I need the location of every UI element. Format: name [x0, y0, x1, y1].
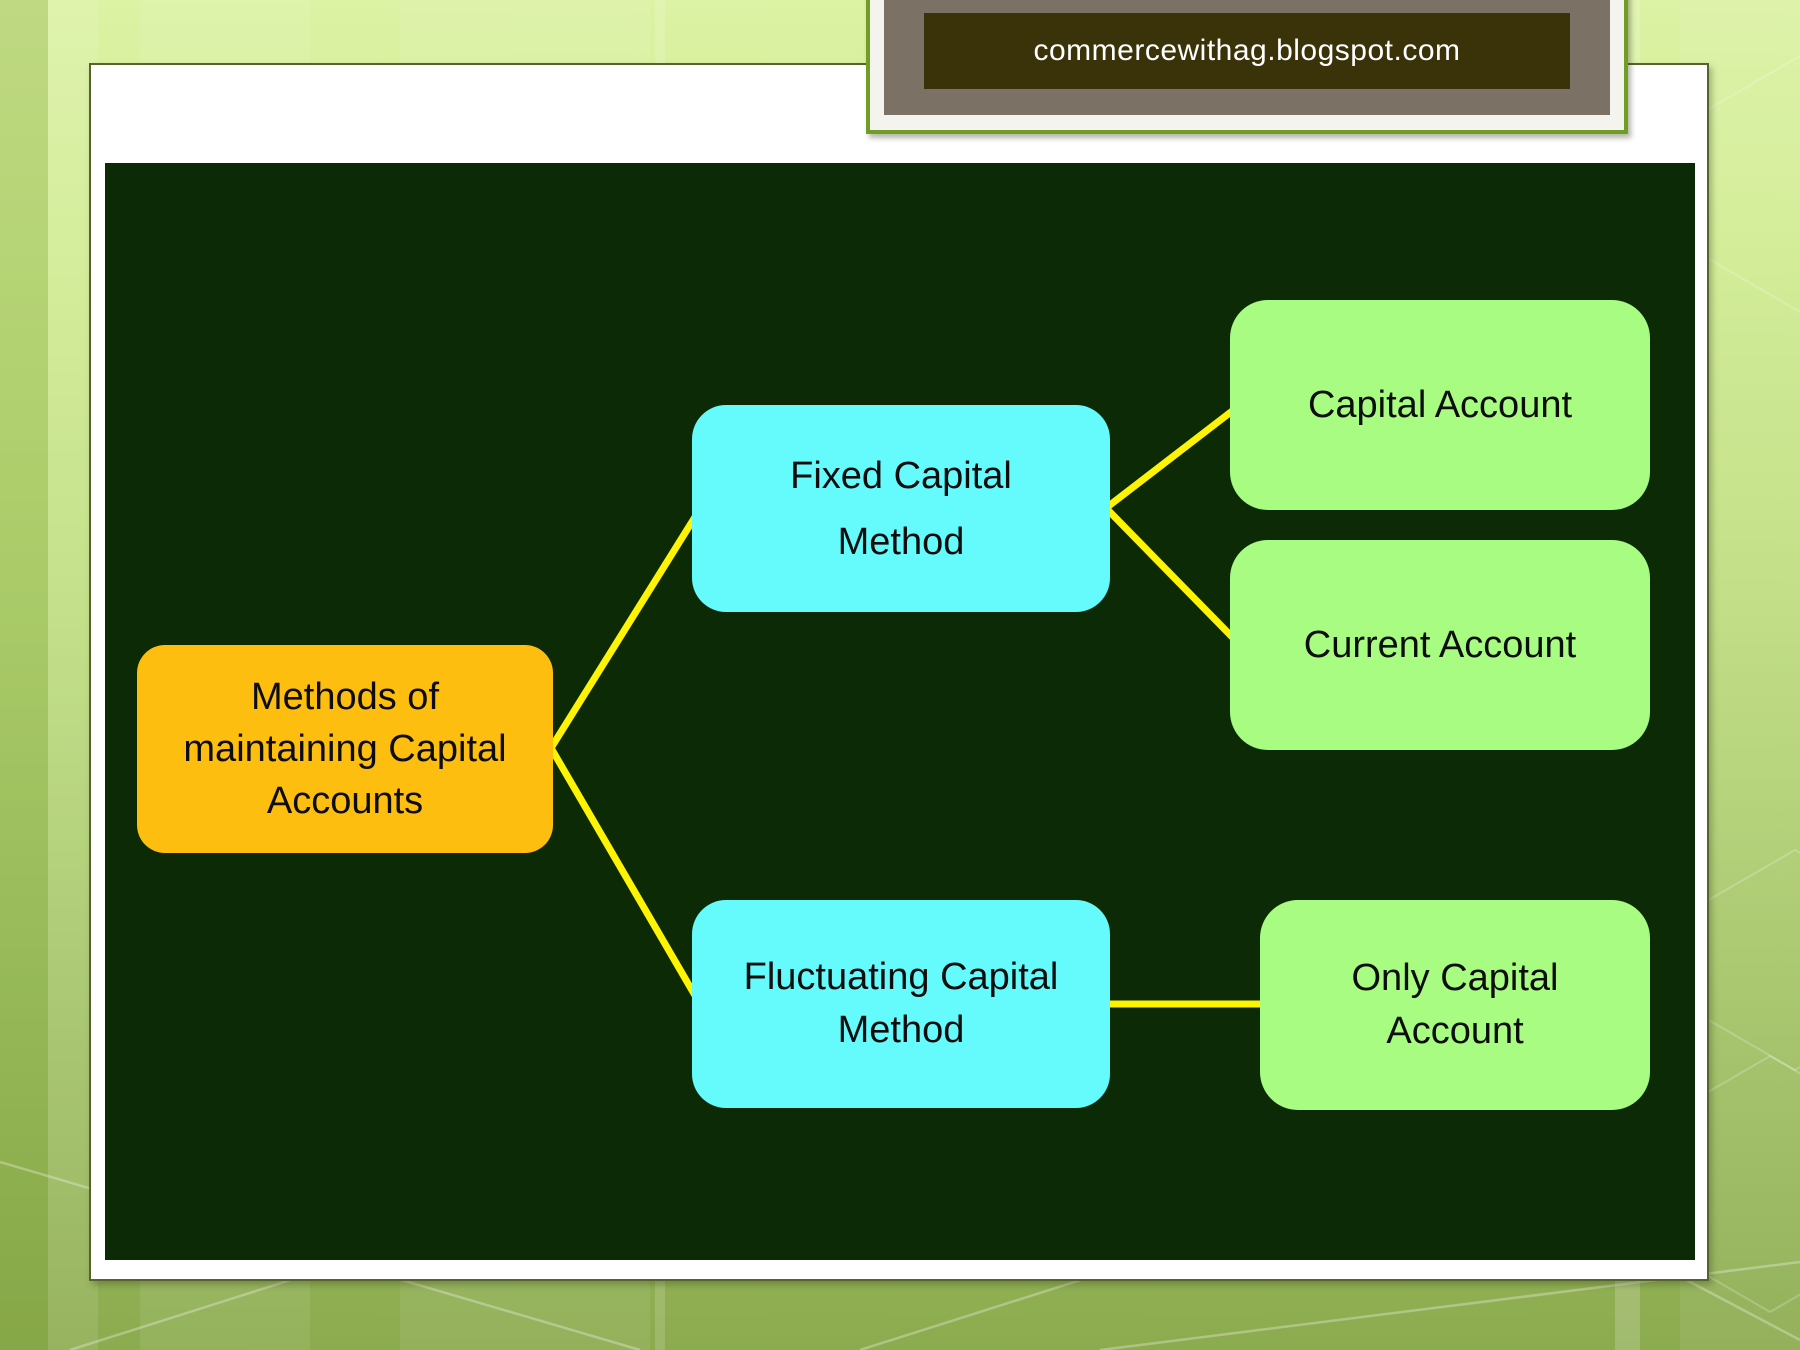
node-only-line-1: Only Capital [1351, 957, 1559, 999]
node-fluctuating-line-2: Method [837, 1009, 965, 1051]
watermark-banner-mid: commercewithag.blogspot.com [884, 0, 1610, 115]
watermark-url-text: commercewithag.blogspot.com [1033, 34, 1461, 67]
edge-fixed-to-current [1102, 504, 1244, 649]
watermark-banner: commercewithag.blogspot.com [866, 0, 1628, 134]
node-current-account-label: Current Account [1303, 623, 1577, 666]
watermark-banner-inner: commercewithag.blogspot.com [924, 13, 1570, 89]
node-fixed-line-1: Fixed Capital [790, 454, 1012, 497]
edge-root-to-fluctuating [547, 744, 704, 1008]
node-only-line-2: Account [1386, 1010, 1524, 1052]
node-only-capital-account: Only Capital Account [1260, 900, 1650, 1110]
edge-root-to-fixed [547, 505, 704, 752]
node-methods-root: Methods of maintaining Capital Accounts [137, 645, 553, 853]
edge-fixed-to-capital [1102, 401, 1244, 512]
node-capital-account: Capital Account [1230, 300, 1650, 510]
node-current-account: Current Account [1230, 540, 1650, 750]
node-fixed-capital-method: Fixed Capital Method [692, 405, 1110, 612]
node-fluctuating-line-1: Fluctuating Capital [743, 956, 1059, 998]
node-fluctuating-capital-method: Fluctuating Capital Method [692, 900, 1110, 1108]
watermark-banner-frame: commercewithag.blogspot.com [870, 0, 1624, 130]
node-methods-root-label: Methods of maintaining Capital Accounts [183, 676, 507, 822]
node-fixed-line-2: Method [837, 520, 965, 563]
node-capital-account-label: Capital Account [1307, 383, 1573, 426]
